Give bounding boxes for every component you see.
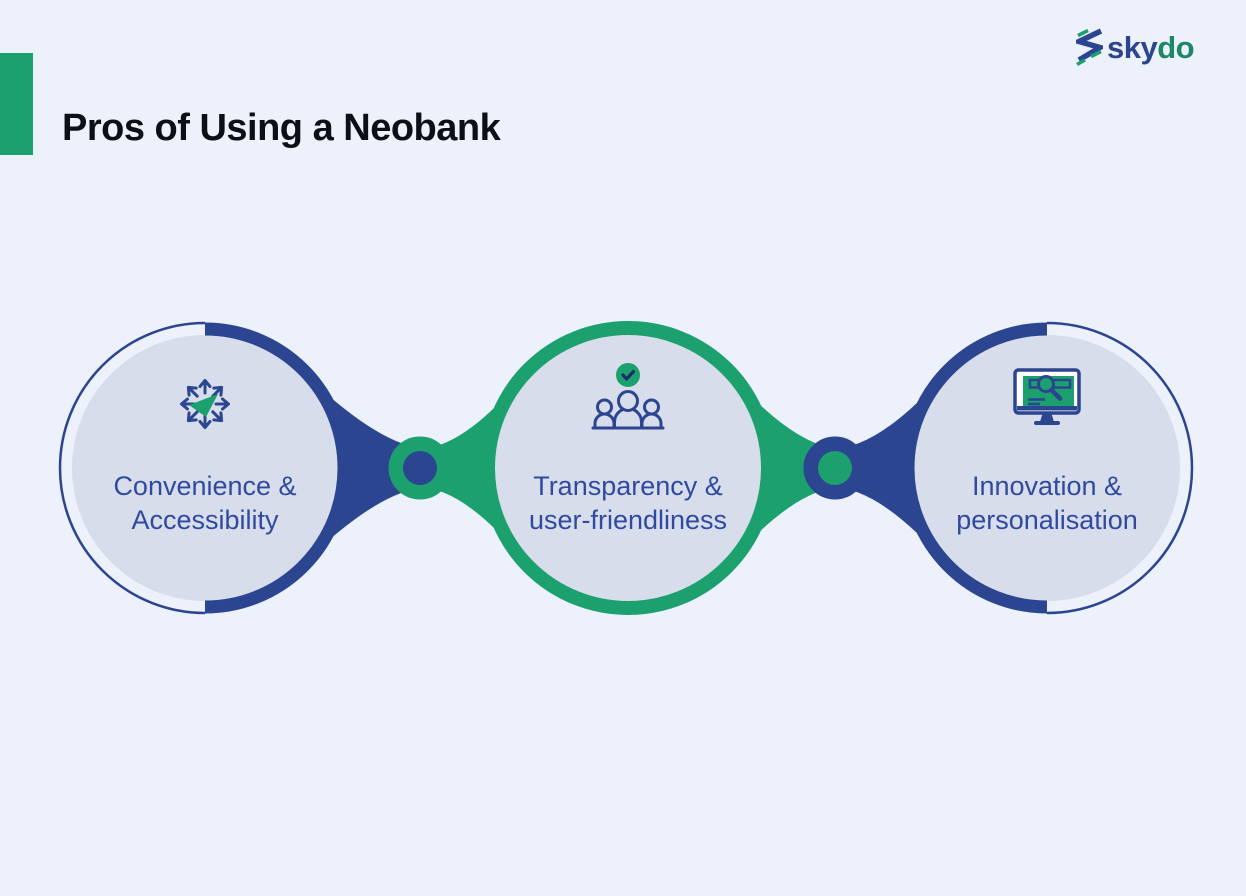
label-line: Transparency & [533,471,723,501]
label-line: user-friendliness [528,505,728,535]
title-accent-bar [0,53,33,155]
connector-2 [743,388,932,548]
label-innovation: Innovation & personalisation [887,469,1207,537]
connector-2-hub [803,436,867,500]
circle-convenience [58,321,351,615]
logo-sky-text: sky [1107,29,1158,65]
page-title: Pros of Using a Neobank [62,107,501,150]
thick-arc-right [204,322,351,614]
connector-1-hub [388,436,452,500]
label-line: Accessibility [131,505,279,535]
expand-arrows-icon [180,379,230,429]
check-badge-icon [616,363,640,387]
green-ring [481,321,775,615]
monitor-search-icon [1013,368,1081,425]
label-transparency: Transparency & user-friendliness [468,469,788,537]
label-line: Innovation & [971,471,1123,501]
thin-arc-left [58,321,206,615]
skydo-s-icon [1076,28,1103,66]
label-convenience: Convenience & Accessibility [45,469,365,537]
thin-arc-right [1046,321,1194,615]
logo-do-text: do [1157,29,1195,65]
label-line: personalisation [956,505,1138,535]
circle-innovation [901,321,1194,615]
people-check-icon [591,363,665,430]
thick-arc-left [901,322,1048,614]
skydo-logo-text: skydo [1107,29,1195,65]
label-line: Convenience & [113,471,297,501]
circle-transparency [481,321,775,615]
skydo-logo: skydo [1076,27,1195,67]
